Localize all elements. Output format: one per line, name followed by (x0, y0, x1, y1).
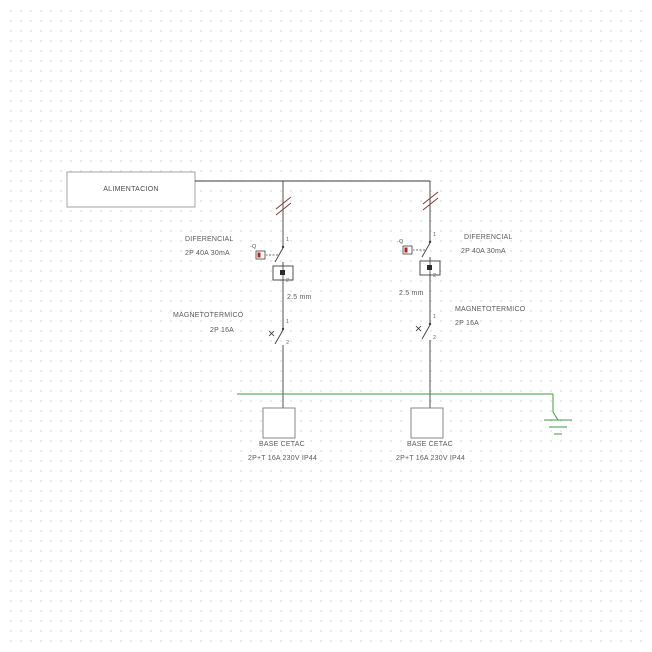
differential-breaker-right-icon (402, 240, 441, 276)
diferencial-title-left: DIFERENCIAL (185, 236, 234, 243)
diferencial-rating-left: 2P 40A 30mA (185, 250, 230, 257)
diferencial-terminal1-left: 1 (286, 237, 290, 243)
diferencial-title-right: DIFERENCIAL (464, 234, 513, 241)
wire-section-label-right: 2.5 mm (399, 290, 424, 297)
ground-icon (544, 419, 572, 435)
diferencial-rating-right: 2P 40A 30mA (461, 248, 506, 255)
magneto-terminal1-left: 1 (286, 319, 290, 325)
magneto-terminal2-right: 2 (433, 335, 437, 341)
thermal-breaker-left-icon (268, 327, 285, 345)
diferencial-terminal2-left: 2 (286, 278, 290, 284)
base-title-right: BASE CETAC (407, 441, 453, 448)
wire-break-left-icon (275, 196, 292, 216)
diferencial-terminal1-right: 1 (433, 232, 437, 238)
magneto-terminal2-left: 2 (286, 340, 290, 346)
socket-box-right (410, 407, 444, 439)
thermal-breaker-right-icon (415, 322, 432, 340)
supply-label: ALIMENTACION (103, 186, 159, 193)
magneto-rating-right: 2P 16A (455, 320, 480, 327)
socket-box-left (262, 407, 296, 439)
base-rating-left: 2P+T 16A 230V IP44 (248, 455, 318, 462)
ground-wire (237, 393, 559, 421)
base-title-left: BASE CETAC (259, 441, 305, 448)
magneto-title-left: MAGNETOTERMICO (173, 312, 244, 319)
diferencial-terminal2-right: 2 (433, 273, 437, 279)
diferencial-tag-left: -Q (250, 244, 257, 250)
wire-break-right-icon (422, 191, 439, 211)
wire-section-label-left: 2.5 mm (287, 294, 312, 301)
differential-breaker-left-icon (255, 245, 294, 281)
diferencial-tag-right: -Q (397, 239, 404, 245)
magneto-rating-left: 2P 16A (210, 327, 235, 334)
magneto-terminal1-right: 1 (433, 314, 437, 320)
base-rating-right: 2P+T 16A 230V IP44 (396, 455, 466, 462)
dot-grid-background (6, 6, 646, 646)
supply-box (66, 171, 196, 208)
magneto-title-right: MAGNETOTERMICO (455, 306, 526, 313)
